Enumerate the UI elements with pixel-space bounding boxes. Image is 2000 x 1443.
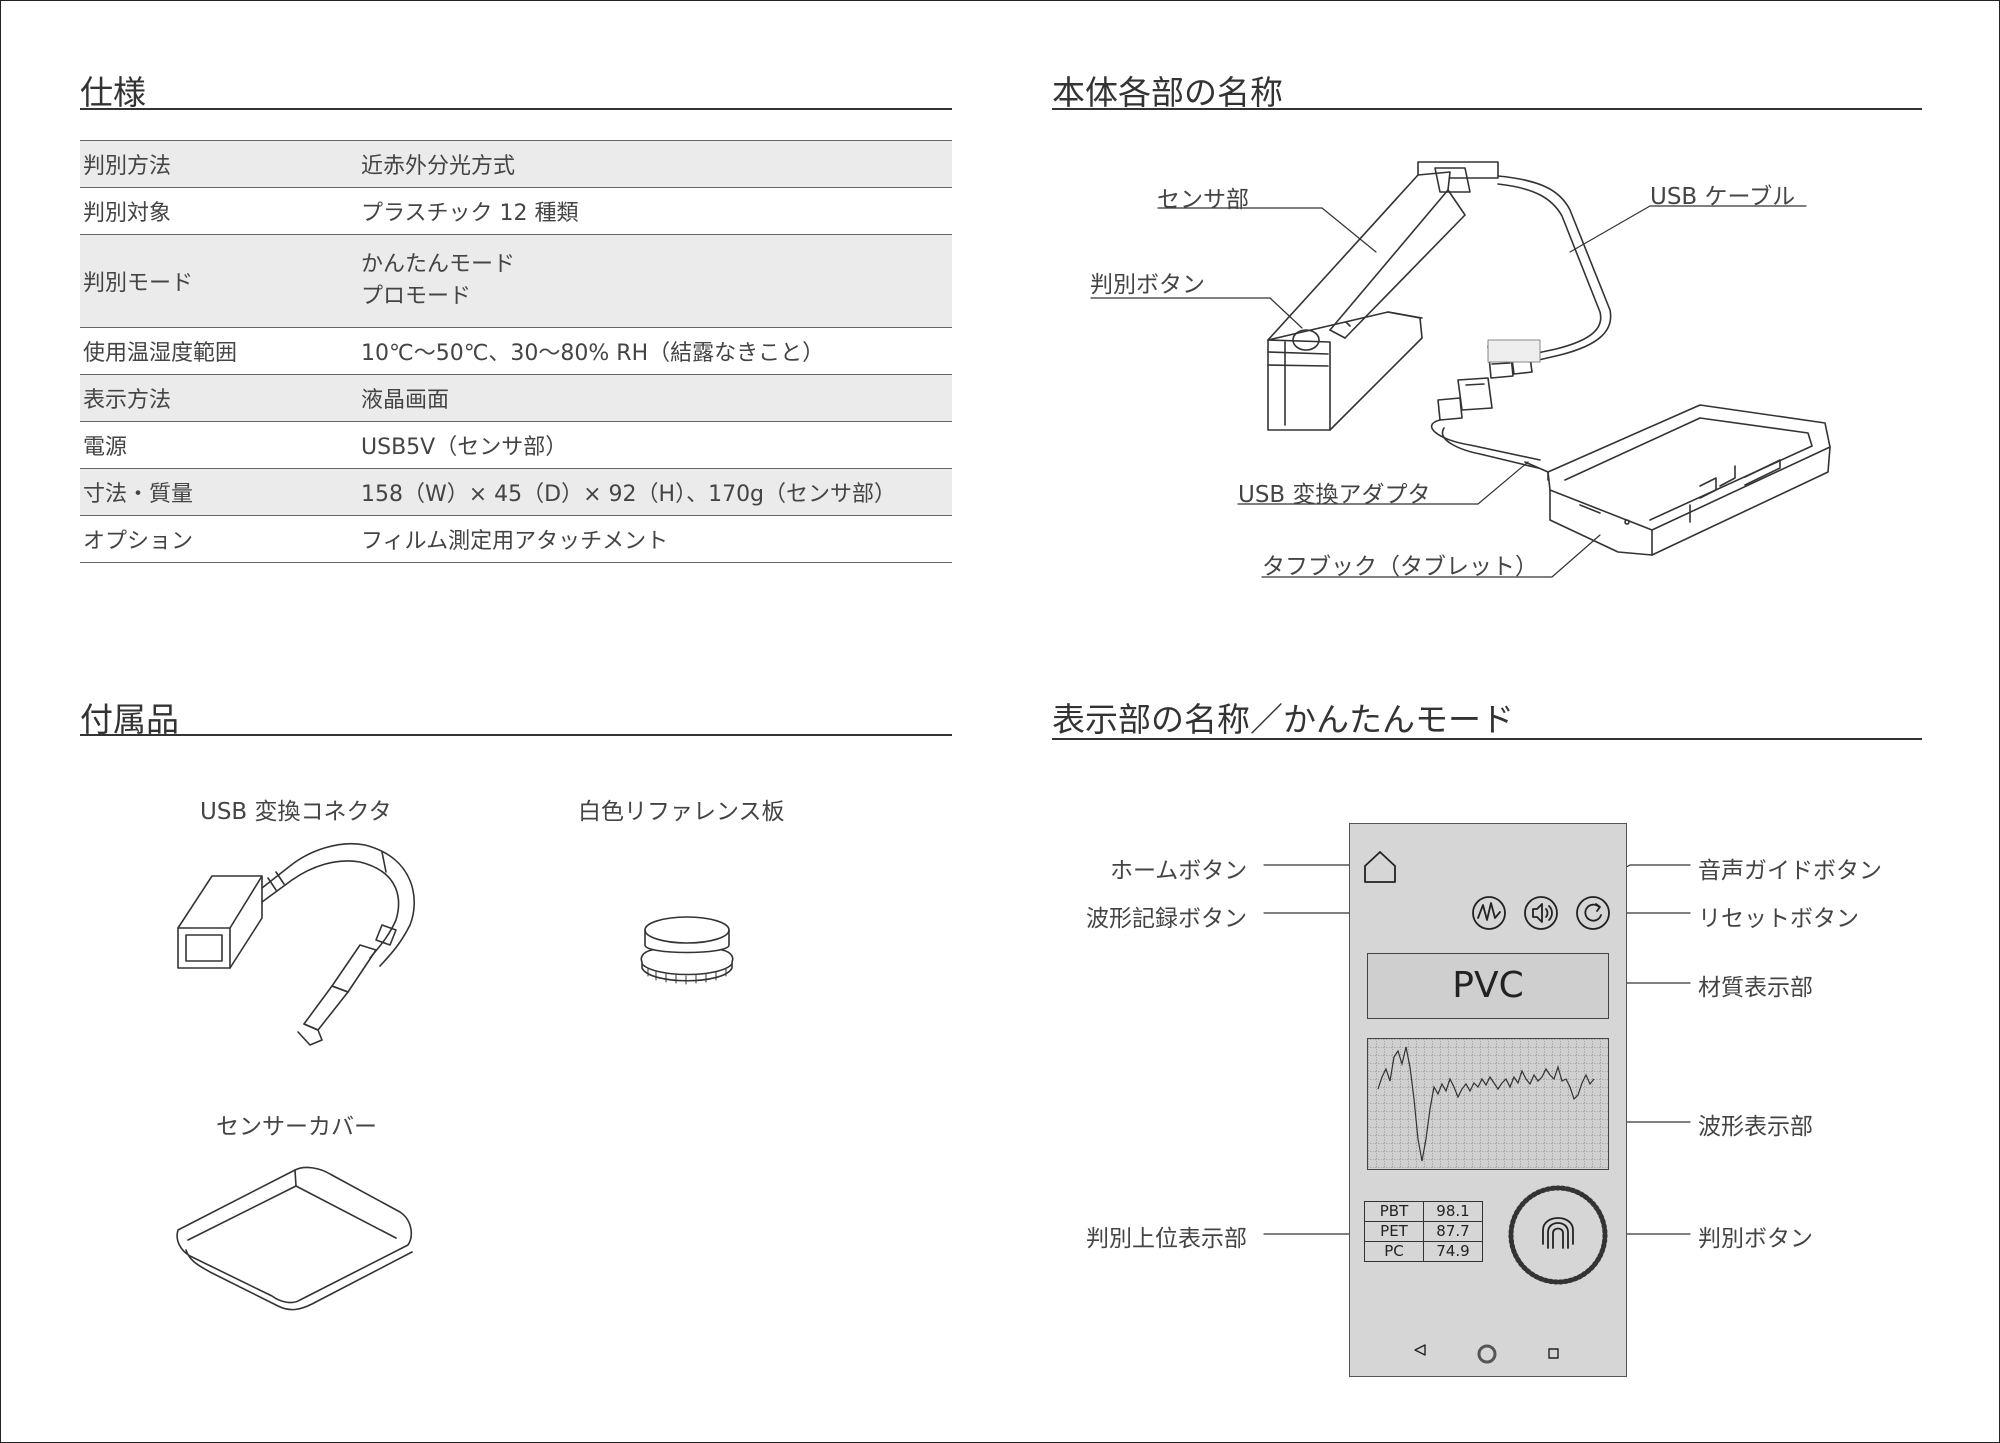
- usb-cable-illustration: [1487, 175, 1612, 379]
- section-title-spec: 仕様: [80, 73, 146, 112]
- spec-value: 液晶画面: [358, 374, 952, 422]
- table-row: 判別対象 プラスチック 12 種類: [80, 187, 952, 235]
- divider: [1052, 738, 1922, 740]
- fingerprint-icon: [1508, 1185, 1608, 1285]
- label-material: 材質表示部: [1698, 975, 1813, 1001]
- label-judge: 判別ボタン: [1698, 1226, 1813, 1252]
- spec-value: USB5V（センサ部）: [358, 421, 952, 469]
- caption-white-reference: 白色リファレンス板: [578, 799, 785, 825]
- table-row: PBT 98.1: [1364, 1201, 1483, 1222]
- spec-value: 10℃〜50℃、30〜80% RH（結露なきこと）: [358, 327, 952, 375]
- table-row: 電源 USB5V（センサ部）: [80, 421, 952, 469]
- spec-key: 使用温湿度範囲: [80, 327, 358, 375]
- spec-key: 判別モード: [80, 234, 358, 328]
- material-display: PVC: [1367, 953, 1609, 1019]
- label-waveform-record: 波形記録ボタン: [1086, 906, 1247, 932]
- divider: [80, 734, 952, 736]
- ranking-score: 98.1: [1423, 1201, 1483, 1222]
- reset-icon: [1576, 896, 1610, 930]
- divider: [80, 108, 952, 110]
- home-icon: [1364, 851, 1396, 883]
- ranking-score: 87.7: [1423, 1221, 1483, 1242]
- spec-key: オプション: [80, 515, 358, 563]
- spec-value: 158（W）× 45（D）× 92（H）、170g（センサ部）: [358, 468, 952, 516]
- table-row: 使用温湿度範囲 10℃〜50℃、30〜80% RH（結露なきこと）: [80, 327, 952, 375]
- label-ranking: 判別上位表示部: [1086, 1226, 1247, 1252]
- caption-usb-connector: USB 変換コネクタ: [200, 799, 392, 825]
- spec-value-line: プロモード: [361, 284, 472, 309]
- ranking-table: PBT 98.1 PET 87.7 PC 74.9: [1364, 1201, 1483, 1262]
- spec-key: 寸法・質量: [80, 468, 358, 516]
- tablet-illustration: [1524, 404, 1831, 556]
- table-row: 表示方法 液晶画面: [80, 374, 952, 422]
- home-circle-icon: [1477, 1344, 1497, 1364]
- waveform-graph: [1368, 1039, 1608, 1169]
- spec-table: 判別方法 近赤外分光方式 判別対象 プラスチック 12 種類 判別モード かんた…: [80, 140, 952, 563]
- label-usb-cable: USB ケーブル: [1650, 184, 1796, 210]
- spec-key: 電源: [80, 421, 358, 469]
- table-row: 寸法・質量 158（W）× 45（D）× 92（H）、170g（センサ部）: [80, 468, 952, 516]
- spec-key: 判別対象: [80, 187, 358, 235]
- ranking-name: PC: [1364, 1241, 1424, 1262]
- label-voice-guide: 音声ガイドボタン: [1698, 858, 1882, 884]
- spec-value: フィルム測定用アタッチメント: [358, 515, 952, 563]
- label-usb-adapter: USB 変換アダプタ: [1238, 482, 1431, 508]
- usb-connector-illustration: [177, 842, 416, 1046]
- table-row: PC 74.9: [1364, 1241, 1483, 1262]
- label-home-button: ホームボタン: [1110, 858, 1248, 884]
- table-row: PET 87.7: [1364, 1221, 1483, 1242]
- spec-value-line: かんたんモード: [361, 252, 516, 277]
- divider: [1052, 108, 1922, 110]
- ranking-name: PET: [1364, 1221, 1424, 1242]
- label-waveform: 波形表示部: [1698, 1114, 1813, 1140]
- spec-value: 近赤外分光方式: [358, 140, 952, 188]
- section-title-accessories: 付属品: [80, 700, 179, 739]
- table-row: 判別方法 近赤外分光方式: [80, 140, 952, 188]
- waveform-icon: [1472, 896, 1506, 930]
- recent-icon: [1548, 1348, 1559, 1359]
- sensor-cover-illustration: [176, 1166, 413, 1311]
- label-sensor: センサ部: [1157, 187, 1249, 213]
- section-title-display: 表示部の名称／かんたんモード: [1052, 700, 1514, 739]
- spec-key: 判別方法: [80, 140, 358, 188]
- label-tablet: タフブック（タブレット）: [1262, 554, 1538, 580]
- speaker-icon: [1524, 896, 1558, 930]
- spec-value: プラスチック 12 種類: [358, 187, 952, 235]
- parts-leaders: [1090, 205, 1807, 578]
- label-reset: リセットボタン: [1698, 906, 1859, 932]
- waveform-display: [1367, 1038, 1609, 1170]
- table-row: 判別モード かんたんモード プロモード: [80, 234, 952, 328]
- usb-adapter-illustration: [1430, 377, 1541, 469]
- spec-value: かんたんモード プロモード: [358, 234, 952, 328]
- spec-key: 表示方法: [80, 374, 358, 422]
- section-title-parts: 本体各部の名称: [1052, 73, 1283, 112]
- label-judge-button: 判別ボタン: [1090, 272, 1205, 298]
- ranking-name: PBT: [1364, 1201, 1424, 1222]
- ranking-score: 74.9: [1423, 1241, 1483, 1262]
- table-row: オプション フィルム測定用アタッチメント: [80, 515, 952, 563]
- caption-sensor-cover: センサーカバー: [216, 1114, 377, 1140]
- sensor-unit-illustration: [1267, 161, 1499, 431]
- back-icon: [1414, 1344, 1426, 1356]
- white-reference-illustration: [640, 916, 734, 985]
